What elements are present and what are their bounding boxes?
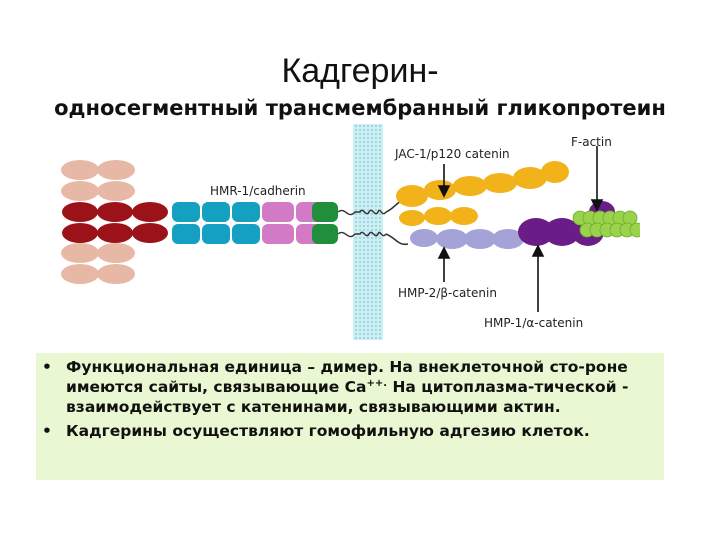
- hmp2-beta-catenin-chain: [410, 229, 524, 249]
- page-subtitle: односегментный трансмембранный гликопрот…: [54, 96, 666, 120]
- label-hmp1-alpha-catenin: HMP-1/α-catenin: [484, 316, 583, 330]
- label-f-actin: F-actin: [571, 135, 612, 149]
- f-actin-bead: [629, 222, 640, 238]
- label-hmr1-cadherin: HMR-1/cadherin: [210, 184, 306, 198]
- bullet-1-text-a: Функциональная единица – димер. На внекл…: [66, 358, 628, 396]
- yellow-lower-chain: [399, 207, 478, 226]
- bullet-item-1: • Функциональная единица – димер. На внек…: [42, 357, 658, 417]
- teal-cadherin-domains: [172, 202, 260, 244]
- bullet-2-text: Кадгерины осуществляют гомофильную адгез…: [66, 422, 590, 440]
- green-cadherin-domains: [312, 202, 338, 244]
- label-hmp2-beta-catenin: HMP-2/β-catenin: [398, 286, 497, 300]
- dark-red-cadherin-domains: [62, 202, 168, 243]
- membrane-lipid-bilayer: [353, 124, 383, 340]
- transmembrane-segments: [337, 209, 387, 238]
- bullet-1-text-b: На цитоплазма-тической - взаимодействует…: [66, 378, 629, 416]
- bullet-item-2: • Кадгерины осуществляют гомофильную адге…: [42, 421, 658, 441]
- page-title: Кадгерин-: [281, 52, 439, 90]
- label-jac1-p120-catenin: JAC-1/p120 catenin: [394, 147, 510, 161]
- description-box: • Функциональная единица – димер. На внек…: [36, 353, 664, 480]
- label-arrows: [437, 146, 604, 312]
- bullet-1-superscript: ++.: [366, 377, 388, 389]
- cadherin-diagram: HMR-1/cadherin JAC-1/p120 catenin F-acti…: [61, 124, 640, 340]
- f-actin-filament: [572, 210, 640, 238]
- bullet-dot-icon: •: [42, 422, 52, 440]
- jac1-p120-catenin-chain: [396, 161, 569, 207]
- bullet-dot-icon: •: [42, 358, 52, 376]
- pale-cadherin-domains: [61, 160, 135, 284]
